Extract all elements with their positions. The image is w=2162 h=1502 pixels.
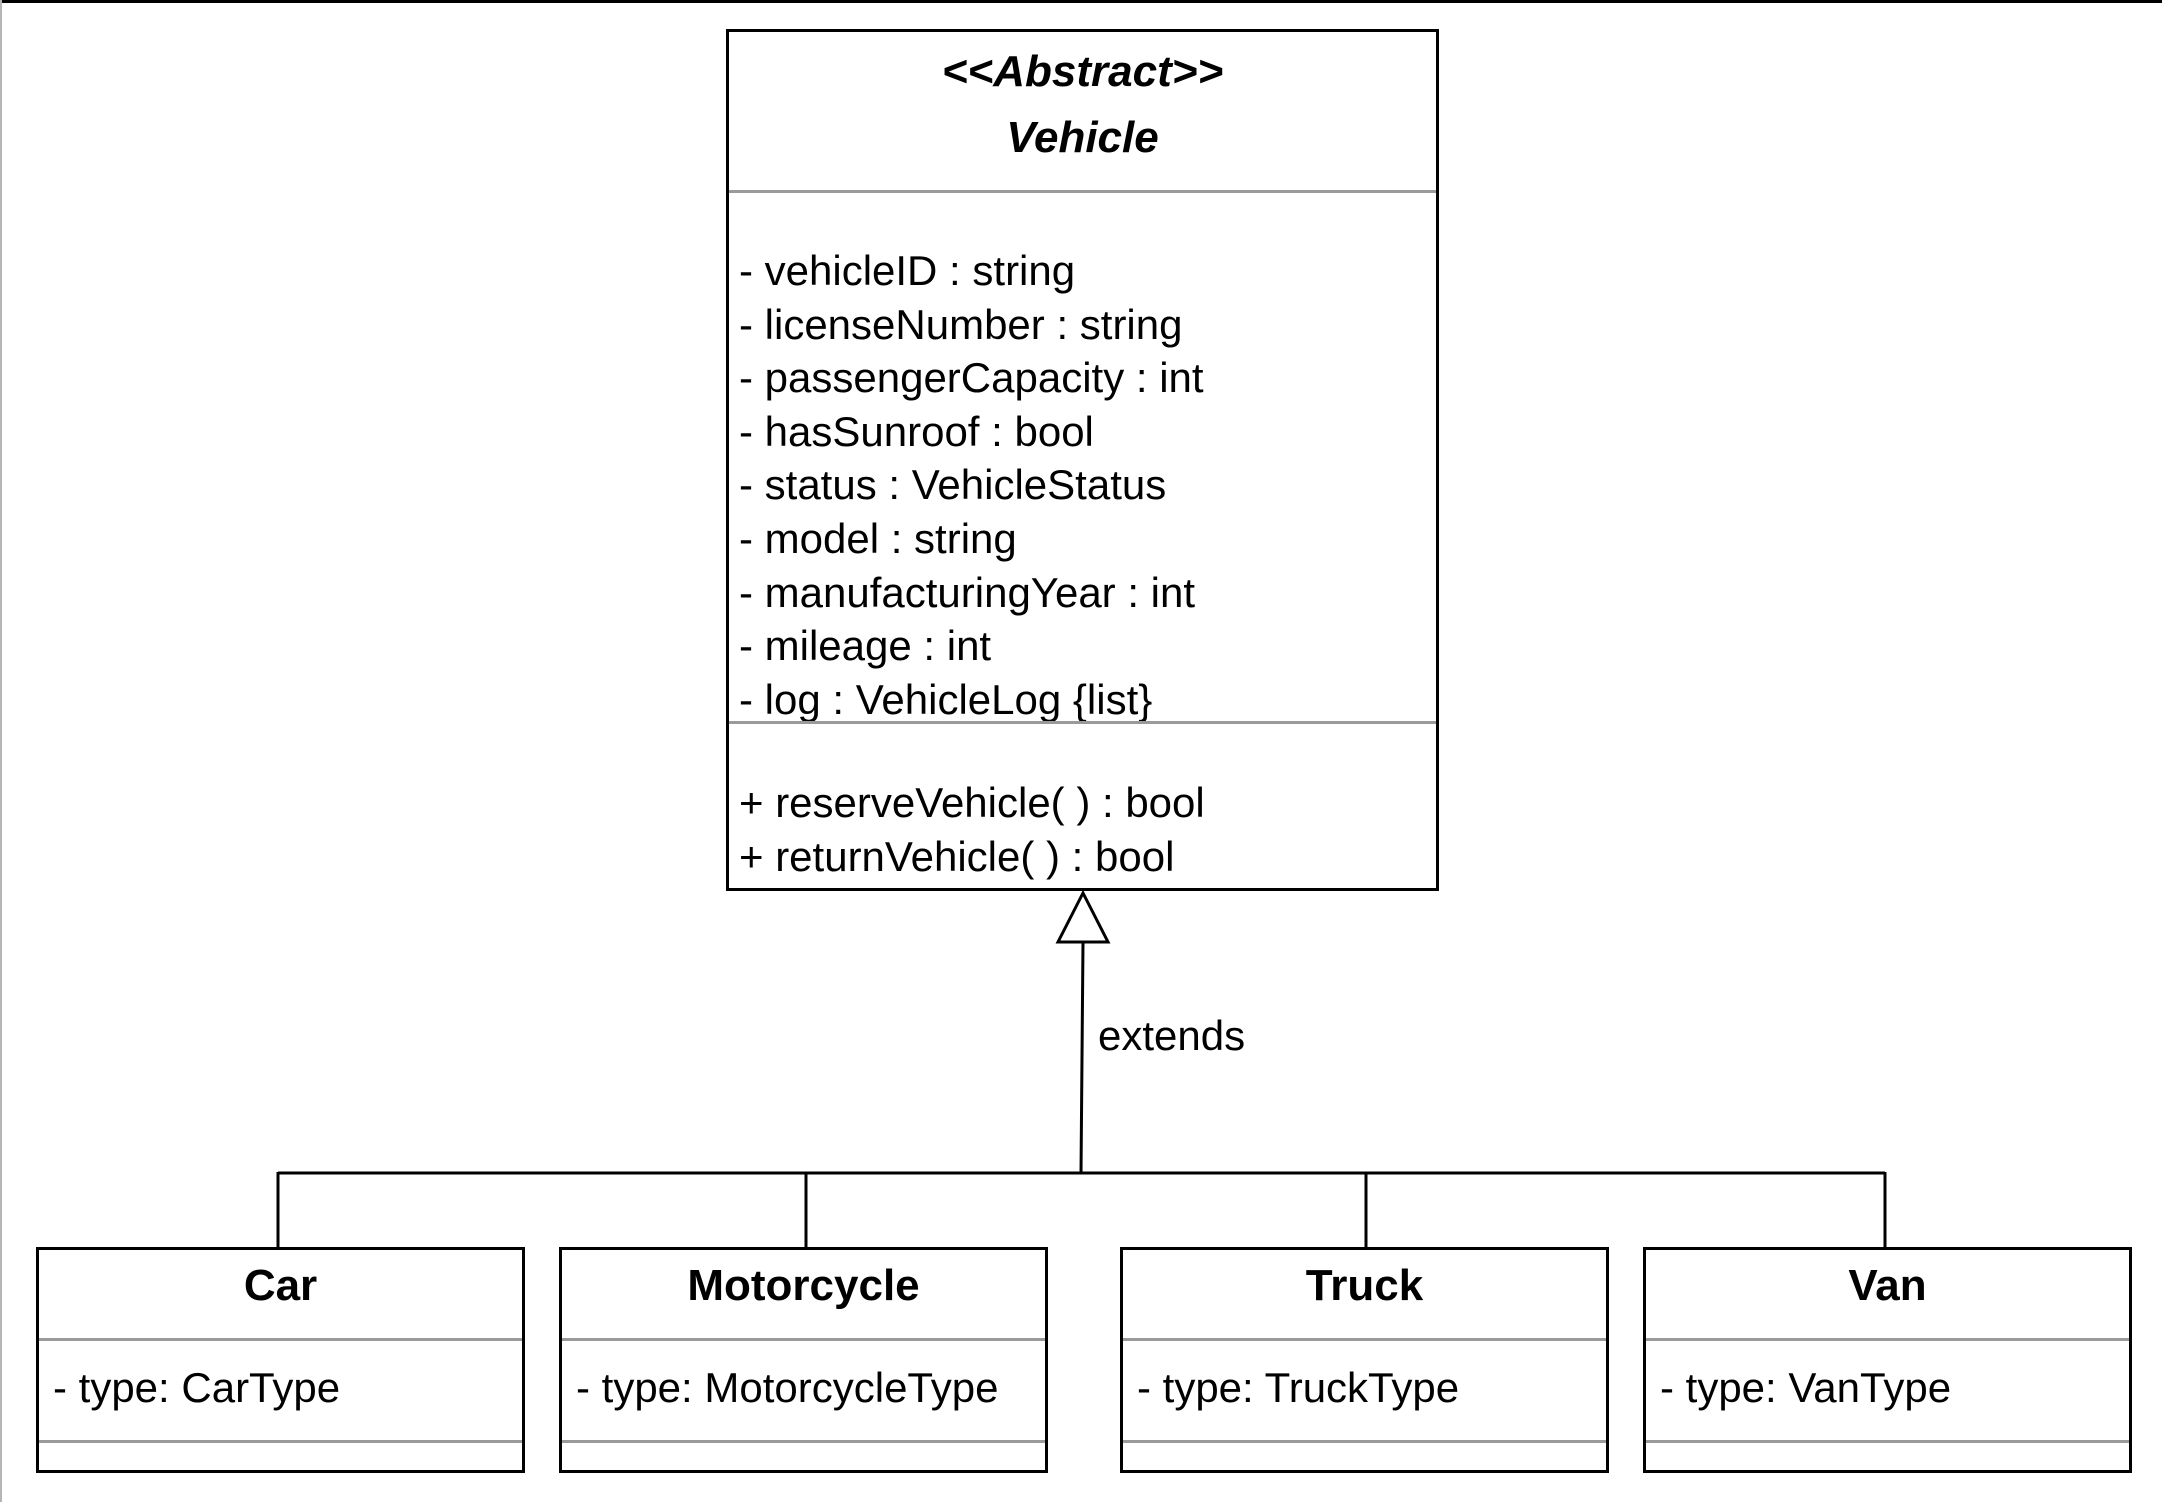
attribute-item: - log : VehicleLog {list}	[739, 675, 1153, 723]
method-item: + reserveVehicle( ) : bool	[739, 779, 1205, 826]
compartment-divider	[39, 1338, 522, 1341]
compartment-divider	[1646, 1440, 2129, 1443]
class-van[interactable]: Van - type: VanType	[1643, 1247, 2132, 1473]
class-motorcycle[interactable]: Motorcycle - type: MotorcycleType	[559, 1247, 1048, 1473]
attribute-item: - passengerCapacity : int	[739, 354, 1204, 402]
trunk-line	[1079, 941, 1085, 1174]
class-name: Motorcycle	[687, 1261, 920, 1310]
attribute-list: - vehicleID : string - licenseNumber : s…	[739, 244, 1436, 726]
attribute-item: - status : VehicleStatus	[739, 461, 1167, 509]
attribute-item: - type: VanType	[1660, 1364, 1952, 1411]
compartment-divider	[562, 1440, 1045, 1443]
class-stereotype: <<Abstract>>	[941, 47, 1224, 96]
frame-top-border	[0, 0, 2162, 3]
compartment-divider	[1646, 1338, 2129, 1341]
class-name: Truck	[1305, 1261, 1424, 1310]
attribute-item: - type: TruckType	[1137, 1364, 1460, 1411]
compartment-divider	[1123, 1440, 1606, 1443]
attribute-item: - type: MotorcycleType	[576, 1364, 999, 1411]
attribute-item: - manufacturingYear : int	[739, 568, 1196, 616]
compartment-divider	[562, 1338, 1045, 1341]
extends-label: extends	[1098, 1012, 1246, 1059]
attribute-item: - hasSunroof : bool	[739, 407, 1094, 455]
class-car[interactable]: Car - type: CarType	[36, 1247, 525, 1473]
generalization-arrowhead	[1055, 889, 1111, 944]
compartment-divider	[39, 1440, 522, 1443]
compartment-divider	[1123, 1338, 1606, 1341]
class-vehicle[interactable]: <<Abstract>> Vehicle - vehicleID : strin…	[726, 29, 1439, 891]
method-list: + reserveVehicle( ) : bool + returnVehic…	[739, 776, 1436, 883]
compartment-divider	[729, 721, 1436, 724]
class-name: Vehicle	[1006, 113, 1159, 162]
frame-left-border	[0, 0, 2, 1502]
attribute-item: - licenseNumber : string	[739, 300, 1183, 348]
method-item: + returnVehicle( ) : bool	[739, 832, 1175, 880]
compartment-divider	[729, 190, 1436, 193]
class-name: Car	[243, 1261, 318, 1310]
attribute-item: - mileage : int	[739, 622, 992, 670]
class-truck[interactable]: Truck - type: TruckType	[1120, 1247, 1609, 1473]
class-name: Van	[1848, 1261, 1927, 1310]
attribute-item: - model : string	[739, 514, 1017, 562]
attribute-item: - vehicleID : string	[739, 247, 1076, 294]
attribute-item: - type: CarType	[53, 1364, 341, 1411]
